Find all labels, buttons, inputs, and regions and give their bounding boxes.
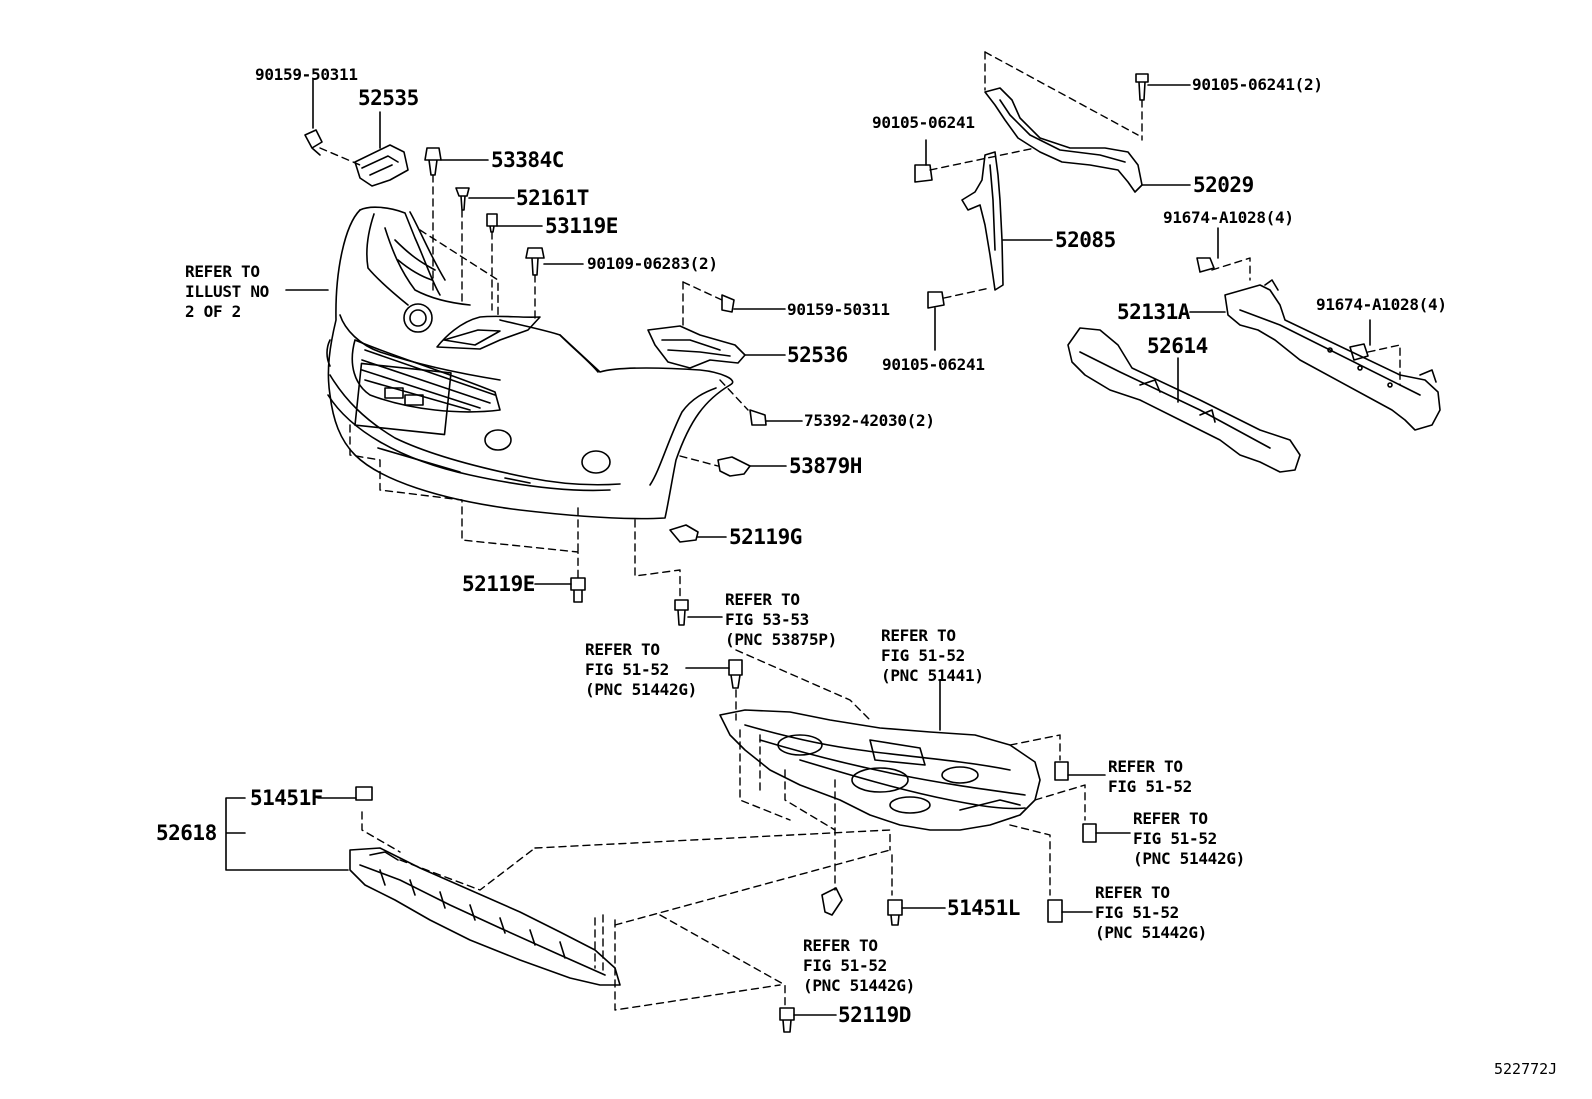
- bracket-52536-drawing: [647, 325, 746, 369]
- part-number-53119E[interactable]: 53119E: [545, 214, 618, 238]
- bracket-52535-drawing: [354, 111, 409, 187]
- refer-note-51441[interactable]: REFER TO FIG 51-52 (PNC 51441): [881, 626, 984, 685]
- part-number-91674-A1028-top[interactable]: 91674-A1028(4): [1163, 208, 1294, 227]
- refer-note-51442g-right-lower[interactable]: REFER TO FIG 51-52 (PNC 51442G): [1095, 883, 1207, 942]
- refer-note-51442g-left[interactable]: REFER TO FIG 51-52 (PNC 51442G): [585, 640, 697, 699]
- refer-note-51442g-bottom[interactable]: REFER TO FIG 51-52 (PNC 51442G): [803, 936, 915, 995]
- part-number-52029[interactable]: 52029: [1193, 173, 1254, 197]
- part-number-53879H[interactable]: 53879H: [789, 454, 862, 478]
- part-number-52536[interactable]: 52536: [787, 343, 848, 367]
- diagram-id: 522772J: [1494, 1060, 1558, 1078]
- part-number-52161T[interactable]: 52161T: [516, 186, 589, 210]
- part-number-91674-A1028-right[interactable]: 91674-A1028(4): [1316, 295, 1447, 314]
- engine-under-cover-drawing: [719, 709, 1041, 831]
- reinforcement-52131A-drawing: [1224, 279, 1441, 431]
- part-number-90159-50311-right[interactable]: 90159-50311: [787, 300, 890, 319]
- part-number-90105-06241-2[interactable]: 90105-06241(2): [1192, 75, 1323, 94]
- part-number-75392-42030[interactable]: 75392-42030(2): [804, 411, 935, 430]
- part-number-51451F[interactable]: 51451F: [250, 786, 323, 810]
- lower-cover-52618-drawing: [349, 847, 621, 986]
- part-number-90105-06241-lower[interactable]: 90105-06241: [882, 355, 985, 374]
- bumper-cover-drawing: [326, 206, 734, 520]
- part-number-52119G[interactable]: 52119G: [729, 525, 802, 549]
- refer-note-fig-51-52-right[interactable]: REFER TO FIG 51-52: [1108, 757, 1192, 796]
- part-number-52614[interactable]: 52614: [1147, 334, 1208, 358]
- part-number-90109-06283[interactable]: 90109-06283(2): [587, 254, 718, 273]
- part-number-52618[interactable]: 52618: [156, 821, 217, 845]
- part-number-51451L[interactable]: 51451L: [947, 896, 1020, 920]
- refer-note-51442g-right-upper[interactable]: REFER TO FIG 51-52 (PNC 51442G): [1133, 809, 1245, 868]
- dashed-assembly-lines: [319, 51, 1401, 1011]
- leader-lines: [225, 79, 1371, 1016]
- part-number-53384C[interactable]: 53384C: [491, 148, 564, 172]
- part-number-90105-06241-upper[interactable]: 90105-06241: [872, 113, 975, 132]
- refer-note-fig-53-53[interactable]: REFER TO FIG 53-53 (PNC 53875P): [725, 590, 837, 649]
- part-number-52085[interactable]: 52085: [1055, 228, 1116, 252]
- part-number-52119E[interactable]: 52119E: [462, 572, 535, 596]
- fastener-symbols: [304, 73, 1369, 1033]
- support-52085-drawing: [961, 151, 1004, 291]
- part-number-52131A[interactable]: 52131A: [1117, 300, 1190, 324]
- part-number-90159-50311-top[interactable]: 90159-50311: [255, 65, 358, 84]
- part-number-52535[interactable]: 52535: [358, 86, 419, 110]
- support-52029-drawing: [984, 87, 1143, 193]
- part-number-52119D[interactable]: 52119D: [838, 1003, 911, 1027]
- absorber-52614-drawing: [1067, 327, 1301, 473]
- refer-note-illust-2-of-2[interactable]: REFER TO ILLUST NO 2 OF 2: [185, 262, 269, 321]
